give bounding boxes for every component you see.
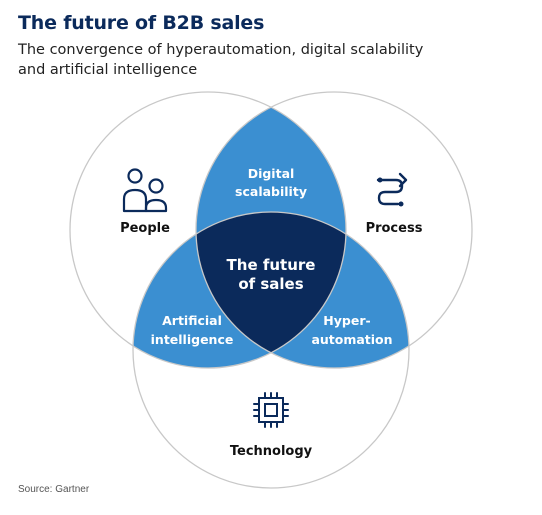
label-digital-line2: scalability (235, 184, 307, 199)
process-icon (376, 172, 408, 207)
label-hyper-line2: automation (311, 332, 392, 347)
label-people: People (120, 221, 170, 236)
label-hyper-line1: Hyper- (323, 313, 370, 328)
source-note: Source: Gartner (18, 484, 90, 495)
circle-technology (132, 211, 410, 489)
label-ai-line2: intelligence (151, 332, 234, 347)
circle-process (195, 91, 473, 369)
diagram-subtitle: The convergence of hyperautomation, digi… (18, 40, 438, 80)
people-icon (122, 168, 168, 213)
chip-icon (253, 392, 289, 428)
subtitle-line-2: and artificial intelligence (18, 62, 198, 78)
label-digital-line1: Digital (248, 166, 295, 181)
circle-people (69, 91, 347, 369)
label-technology: Technology (230, 444, 313, 459)
subtitle-line-1: The convergence of hyperautomation, digi… (18, 42, 424, 58)
diagram-title: The future of B2B sales (18, 12, 265, 34)
label-center-line2: of sales (238, 275, 303, 293)
label-center-line1: The future (227, 256, 316, 274)
label-process: Process (366, 221, 423, 236)
label-ai-line1: Artificial (162, 313, 222, 328)
